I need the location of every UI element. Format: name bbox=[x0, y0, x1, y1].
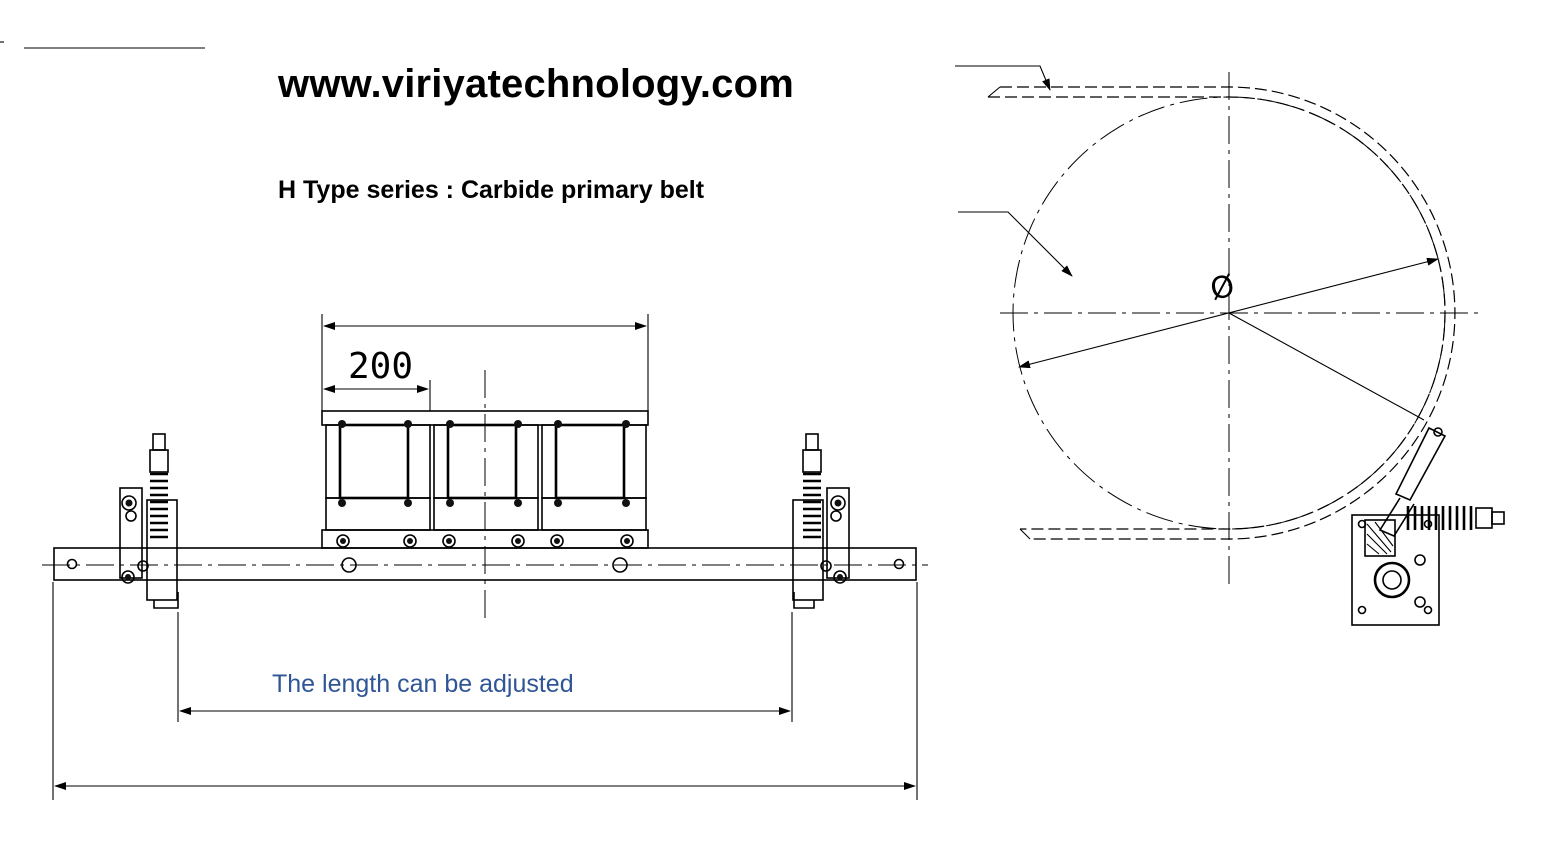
diameter-symbol: Ø bbox=[1207, 269, 1237, 308]
dimension-200-label: 200 bbox=[348, 346, 413, 387]
blade-module-2 bbox=[433, 420, 539, 531]
diameter-dimension bbox=[1018, 257, 1439, 369]
front-view: 200 bbox=[42, 314, 928, 800]
side-view: Ø bbox=[955, 65, 1505, 626]
scraper-angle-line bbox=[1228, 312, 1425, 421]
bar-bolt-1 bbox=[341, 557, 357, 573]
tensioner-left bbox=[119, 433, 179, 609]
adjust-note: The length can be adjusted bbox=[272, 670, 574, 698]
scraper-bracket bbox=[1351, 514, 1440, 626]
bar-hole-right bbox=[893, 558, 905, 570]
belt-leader bbox=[955, 65, 1051, 91]
product-subtitle: H Type series : Carbide primary belt bbox=[278, 176, 705, 204]
website-url: www.viriyatechnology.com bbox=[278, 62, 795, 106]
blade-module-3 bbox=[541, 420, 647, 531]
bar-hole-left bbox=[66, 558, 78, 570]
scraper-arm bbox=[1378, 426, 1447, 538]
blade-module-1 bbox=[325, 420, 431, 531]
scraper-spring bbox=[1406, 506, 1505, 530]
pulley-leader bbox=[958, 211, 1073, 277]
tensioner-right bbox=[792, 433, 850, 609]
blade-base bbox=[321, 529, 649, 549]
bar-bolt-2 bbox=[612, 557, 628, 573]
base-bolts bbox=[336, 534, 634, 548]
